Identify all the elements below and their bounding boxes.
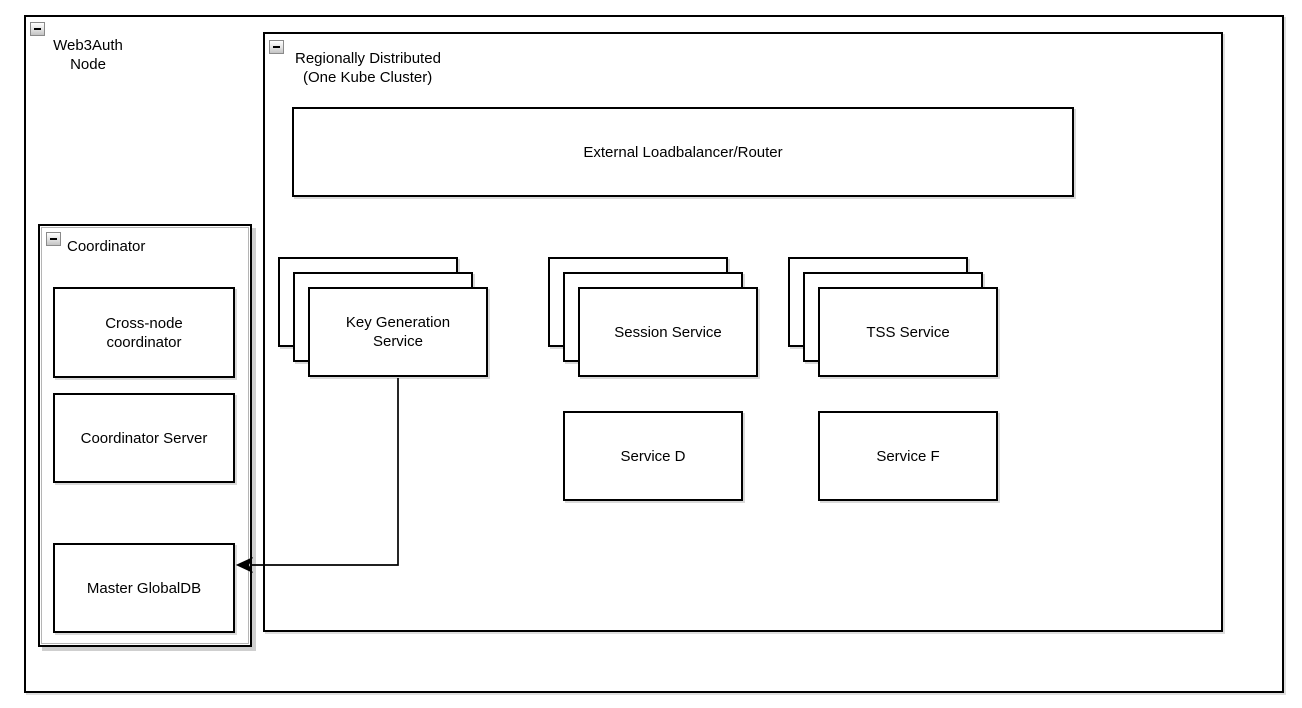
node-coordinator-server-label: Coordinator Server [80, 429, 208, 447]
container-web3auth-node-title-line1: Web3Auth [53, 37, 123, 54]
container-web3auth-node-title-line2: Node [70, 56, 106, 73]
node-coordinator-server: Coordinator Server [53, 393, 235, 483]
node-external-loadbalancer-label: External Loadbalancer/Router [583, 143, 783, 161]
container-web3auth-node-title: Web3Auth Node [38, 36, 138, 74]
node-session-service: Session Service [578, 287, 758, 377]
node-cross-node-coordinator: Cross-node coordinator [53, 287, 235, 378]
key-generation-label-line2: Service [372, 333, 423, 350]
node-master-globaldb: Master GlobalDB [53, 543, 235, 633]
container-coordinator-title: Coordinator [67, 237, 145, 256]
container-coordinator-title-text: Coordinator [67, 238, 146, 255]
cross-node-label-line1: Cross-node [105, 314, 183, 332]
node-service-f-label: Service F [876, 447, 940, 465]
node-master-globaldb-label: Master GlobalDB [86, 579, 202, 597]
node-service-f: Service F [818, 411, 998, 501]
node-key-generation-service-label: Key Generation Service [346, 313, 450, 351]
cross-node-label-line2: coordinator [106, 333, 182, 351]
node-tss-service-label: TSS Service [866, 323, 950, 341]
node-key-generation-service: Key Generation Service [308, 287, 488, 377]
key-generation-label-line1: Key Generation [345, 314, 451, 331]
node-cross-node-coordinator-label: Cross-node coordinator [105, 314, 183, 352]
node-tss-service: TSS Service [818, 287, 998, 377]
node-external-loadbalancer: External Loadbalancer/Router [292, 107, 1074, 197]
node-service-d-label: Service D [620, 447, 686, 465]
node-session-service-label: Session Service [614, 323, 722, 341]
container-regionally-distributed-title-line1: Regionally Distributed [295, 50, 441, 67]
container-regionally-distributed-title: Regionally Distributed (One Kube Cluster… [295, 49, 470, 87]
node-service-d: Service D [563, 411, 743, 501]
collapse-minus-icon[interactable] [30, 22, 45, 36]
container-regionally-distributed-title-line2: (One Kube Cluster) [303, 69, 433, 86]
collapse-minus-icon[interactable] [269, 40, 284, 54]
collapse-minus-icon[interactable] [46, 232, 61, 246]
